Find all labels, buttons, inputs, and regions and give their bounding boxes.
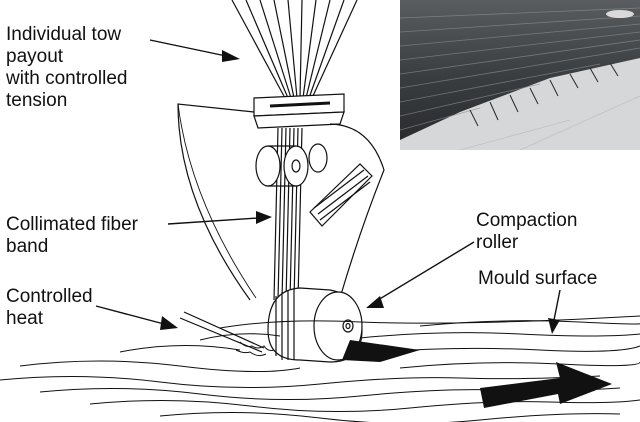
feed-rollers [255,143,328,187]
label-controlled-heat: Controlled heat [6,286,93,329]
tow-guide-block [253,93,345,129]
label-fiber-band: Collimated fiber band [6,214,138,257]
mould-surface-drawing [0,315,640,422]
heat-source [179,311,275,357]
compaction-roller-drawing [267,287,420,363]
cutter-blade [309,163,373,227]
label-tow-payout: Individual tow payout with controlled te… [6,24,128,111]
label-compaction-roller: Compaction roller [476,210,578,253]
direction-arrow [480,362,612,408]
label-mould-surface: Mould surface [478,268,598,289]
leader-arrows [95,39,561,334]
layup-photo [400,0,640,150]
head-housing [177,103,385,301]
fiber-tows [231,0,358,99]
